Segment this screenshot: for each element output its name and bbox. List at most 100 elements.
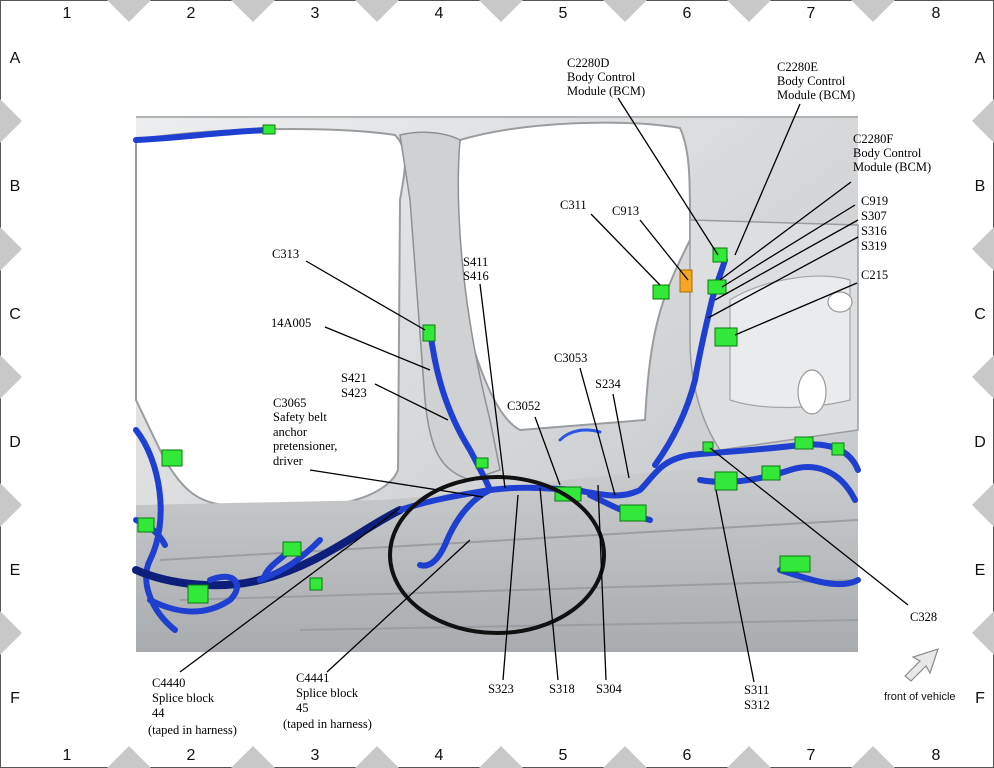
grid-col-6-top: 6 — [683, 5, 692, 22]
grid-row-E-right: E — [975, 562, 986, 579]
grid-row-E-left: E — [10, 562, 21, 579]
connector-left-upper — [161, 449, 183, 467]
connector-right-floor — [779, 555, 811, 573]
marker-bottom-3 — [479, 746, 523, 768]
connector-s311 — [714, 471, 738, 491]
label-s311-s312: S311 S312 — [744, 683, 772, 712]
grid-row-C-right: C — [974, 306, 986, 323]
label-c313: C313 — [272, 247, 299, 261]
grid-col-5-bottom: 5 — [559, 747, 568, 764]
grid-row-F-right: F — [975, 690, 985, 707]
label-c919-group: C919 S307 S316 S319 — [861, 194, 891, 253]
connector-left-mid — [137, 517, 155, 533]
label-c328: C328 — [910, 610, 937, 624]
leader-lines — [179, 97, 909, 683]
connector-c328 — [702, 441, 714, 453]
marker-right-2 — [972, 355, 994, 399]
marker-left-2 — [0, 355, 22, 399]
connector-top-left — [262, 124, 276, 135]
marker-top-1 — [231, 0, 275, 22]
label-s323: S323 — [488, 682, 514, 696]
marker-bottom-6 — [851, 746, 895, 768]
grid-col-6-bottom: 6 — [683, 747, 692, 764]
label-c913: C913 — [612, 204, 639, 218]
highlight-circle — [388, 475, 606, 635]
grid-col-2-bottom: 2 — [187, 747, 196, 764]
connector-c313 — [422, 324, 436, 342]
label-c2280e: C2280E Body Control Module (BCM) — [777, 60, 855, 102]
front-of-vehicle-indicator: front of vehicle — [884, 648, 956, 703]
grid-row-D-left: D — [9, 434, 21, 451]
grid-col-7-bottom: 7 — [807, 747, 816, 764]
grid-col-2-top: 2 — [187, 5, 196, 22]
connector-s411 — [475, 457, 489, 469]
marker-bottom-0 — [107, 746, 151, 768]
marker-top-2 — [355, 0, 399, 22]
marker-top-4 — [603, 0, 647, 22]
connector-c215 — [714, 327, 738, 347]
callout-labels: C2280D Body Control Module (BCM) C2280E … — [148, 56, 937, 737]
grid-col-7-top: 7 — [807, 5, 816, 22]
front-arrow-icon — [904, 648, 939, 682]
grid-row-C-left: C — [9, 306, 21, 323]
grid-row-F-left: F — [10, 690, 20, 707]
marker-right-4 — [972, 611, 994, 655]
connector-c4440 — [187, 584, 209, 604]
marker-top-5 — [727, 0, 771, 22]
marker-top-6 — [851, 0, 895, 22]
marker-top-3 — [479, 0, 523, 22]
grid-col-4-top: 4 — [435, 5, 444, 22]
connector-c3053 — [619, 504, 647, 522]
marker-bottom-2 — [355, 746, 399, 768]
marker-top-0 — [107, 0, 151, 22]
label-s411-s416: S411 S416 — [463, 255, 491, 283]
grid-col-5-top: 5 — [559, 5, 568, 22]
label-s421-s423: S421 S423 — [341, 371, 370, 400]
grid-col-1-bottom: 1 — [63, 747, 72, 764]
label-front-of-vehicle: front of vehicle — [884, 691, 956, 703]
connector-c913 — [679, 269, 693, 293]
marker-left-0 — [0, 99, 22, 143]
label-c4440: C4440 Splice block 44 (taped in harness) — [148, 676, 237, 737]
connectors — [137, 124, 845, 604]
marker-left-3 — [0, 483, 22, 527]
label-c3052: C3052 — [507, 399, 540, 413]
marker-bottom-4 — [603, 746, 647, 768]
marker-right-1 — [972, 227, 994, 271]
connector-c2280f — [707, 279, 727, 295]
label-s304: S304 — [596, 682, 622, 696]
connector-c4441 — [309, 577, 323, 591]
grid-col-1-top: 1 — [63, 5, 72, 22]
marker-bottom-5 — [727, 746, 771, 768]
label-c4441: C4441 Splice block 45 (taped in harness) — [283, 671, 372, 731]
connector-c311 — [652, 284, 670, 300]
marker-right-3 — [972, 483, 994, 527]
vehicle-body-illustration — [135, 116, 859, 652]
marker-right-0 — [972, 99, 994, 143]
marker-left-4 — [0, 611, 22, 655]
label-c2280f: C2280F Body Control Module (BCM) — [853, 132, 931, 174]
label-c2280d: C2280D Body Control Module (BCM) — [567, 56, 645, 98]
grid-row-B-left: B — [10, 178, 21, 195]
connector-left-floor — [282, 541, 302, 557]
marker-left-1 — [0, 227, 22, 271]
grid-col-8-bottom: 8 — [932, 747, 941, 764]
connector-right-mid — [761, 465, 781, 481]
grid-row-A-left: A — [10, 50, 21, 67]
connector-far-right — [831, 442, 845, 456]
grid-row-B-right: B — [975, 178, 986, 195]
label-c3065: C3065 Safety belt anchor pretensioner, d… — [273, 396, 341, 468]
grid-col-3-bottom: 3 — [311, 747, 320, 764]
grid-col-4-bottom: 4 — [435, 747, 444, 764]
connector-right-upper — [794, 436, 814, 450]
grid-col-3-top: 3 — [311, 5, 320, 22]
label-s234: S234 — [595, 377, 621, 391]
label-c311: C311 — [560, 198, 587, 212]
label-c3053: C3053 — [554, 351, 587, 365]
grid-col-8-top: 8 — [932, 5, 941, 22]
label-14a005: 14A005 — [271, 316, 311, 330]
